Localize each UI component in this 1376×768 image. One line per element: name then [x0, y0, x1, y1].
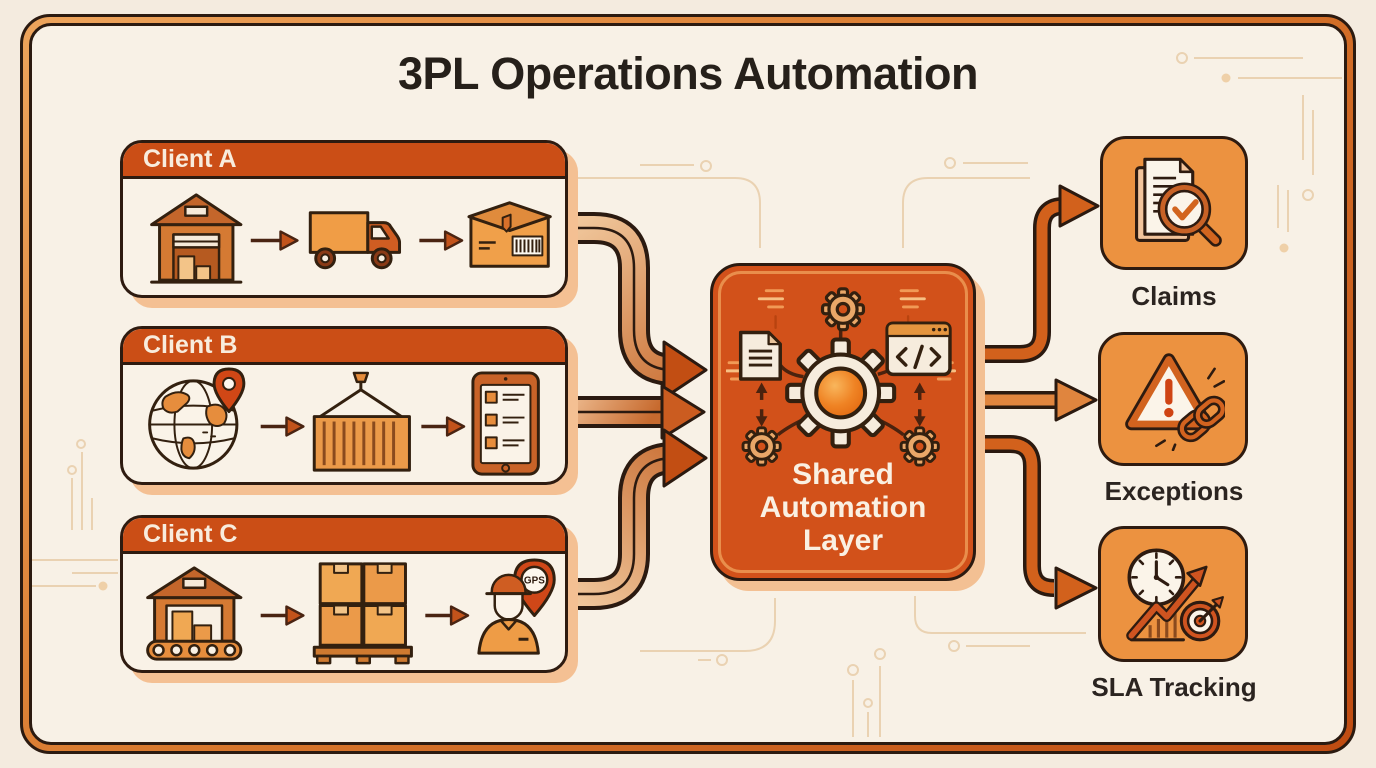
- document-icon: [738, 330, 782, 381]
- claims-icon: [1135, 157, 1222, 247]
- step-arrow: [419, 230, 464, 251]
- exceptions-label: Exceptions: [1104, 476, 1244, 506]
- arrow-hub-to-exceptions: [974, 378, 1098, 422]
- client-c-flow: GPS: [123, 554, 565, 670]
- hub-label: Shared Automation Layer: [713, 458, 973, 557]
- client-a-label: Client A: [143, 145, 237, 173]
- client-b-label: Client B: [143, 331, 238, 359]
- client-c-label: Client C: [143, 520, 238, 548]
- hub-label-line2: Automation: [759, 491, 927, 524]
- client-b-flow: [123, 365, 565, 482]
- client-a-icons: [150, 193, 552, 284]
- page-title: 3PL Operations Automation: [397, 48, 979, 99]
- client-c-icons: GPS: [146, 558, 556, 665]
- client-a-flow: [123, 179, 565, 295]
- pallet-boxes-icon: [312, 562, 413, 665]
- arrow-hub-to-claims: [974, 184, 1100, 363]
- location-pin-icon: [212, 367, 246, 414]
- hub-mini-arrowheads: [755, 382, 926, 427]
- exceptions-icon: [1125, 353, 1225, 451]
- client-b-panel: Client B: [120, 326, 568, 485]
- step-arrow: [250, 230, 299, 251]
- warehouse-icon: [150, 193, 243, 284]
- main-gear-icon: [785, 337, 897, 449]
- step-arrow: [425, 605, 470, 626]
- truck-icon: [308, 211, 402, 270]
- hub-label-line1: Shared: [792, 458, 894, 491]
- step-arrow: [260, 605, 305, 626]
- arrow-hub-to-sla: [974, 435, 1098, 610]
- exceptions-card: [1098, 332, 1248, 466]
- hub-label-line3: Layer: [802, 524, 884, 557]
- sla-tracking-card: [1098, 526, 1248, 662]
- client-a-panel: Client A: [120, 140, 568, 298]
- claims-label: Claims: [1131, 281, 1217, 311]
- small-gear-top: [820, 287, 866, 332]
- package-icon: [467, 201, 552, 268]
- sla-tracking-label: SLA Tracking: [1091, 672, 1257, 702]
- code-window-icon: [885, 321, 952, 377]
- client-c-panel: Client C: [120, 515, 568, 673]
- step-arrow: [260, 416, 305, 437]
- shared-automation-hub: Shared Automation Layer: [710, 263, 976, 581]
- courier-gps-icon: GPS: [477, 558, 556, 655]
- automation-gears-illustration: [726, 287, 957, 467]
- arrow-client-a-to-hub: [568, 212, 708, 400]
- tablet-checklist-icon: [471, 371, 540, 476]
- gps-badge: GPS: [524, 576, 545, 587]
- sla-tracking-icon: [1126, 548, 1224, 642]
- claims-card: [1100, 136, 1248, 270]
- container-icon: [312, 371, 411, 472]
- gps-pin-icon: GPS: [513, 558, 556, 617]
- client-b-icons: [148, 367, 540, 476]
- step-arrow: [421, 416, 466, 437]
- client-c-header: Client C: [123, 518, 565, 554]
- globe-location-icon: [148, 367, 246, 470]
- arrow-client-c-to-hub: [568, 428, 708, 610]
- warehouse-conveyor-icon: [146, 566, 243, 661]
- client-b-header: Client B: [123, 329, 565, 365]
- arrow-client-b-to-hub: [568, 384, 706, 440]
- client-a-header: Client A: [123, 143, 565, 179]
